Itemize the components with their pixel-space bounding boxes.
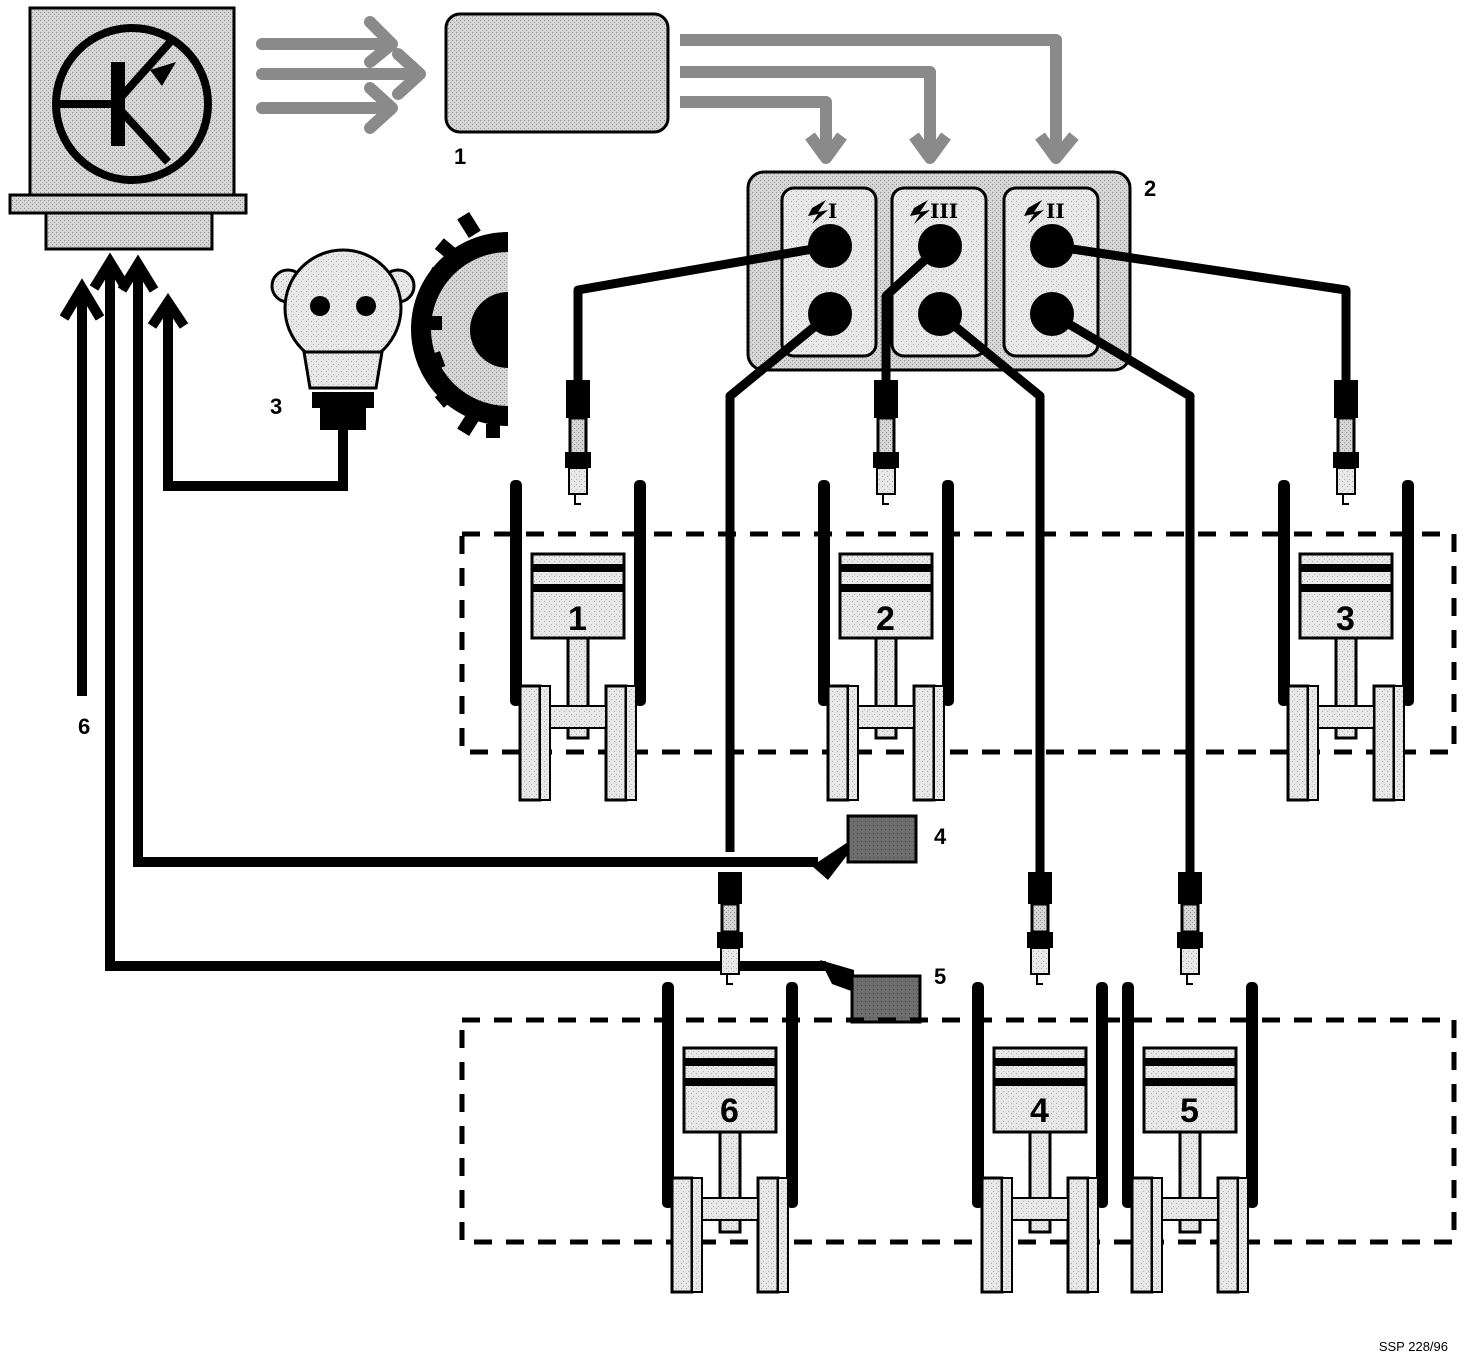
spark-plug-icon: [873, 380, 899, 505]
signal-arrows: [256, 16, 426, 134]
spark-icon: [1024, 200, 1044, 224]
control-unit: [8, 6, 248, 251]
cylinder-number: 3: [1336, 600, 1355, 638]
spark-plug-icon: [1177, 872, 1203, 985]
cylinder-number: 4: [1030, 1092, 1049, 1130]
hall-sender: [270, 248, 416, 430]
knock-sensor-2: [820, 960, 922, 1024]
cylinder-bank-1: [459, 531, 1457, 755]
cylinder-1: 1: [510, 480, 646, 802]
cylinder-4: 4: [972, 982, 1108, 1294]
cylinder-5: 5: [1122, 982, 1258, 1294]
label-knock-sensor-2: 5: [934, 964, 946, 989]
spark-icon: [910, 200, 930, 224]
spark-plugs: [565, 380, 1359, 985]
knock-sensor-2-wire: [105, 262, 826, 971]
ht-leads: [573, 241, 1351, 872]
spark-icon: [808, 200, 828, 224]
cylinder-2: 2: [818, 480, 954, 802]
hall-sender-wire: [163, 300, 348, 491]
cylinder-number: 1: [568, 600, 587, 638]
arrow-head: [89, 252, 131, 291]
cylinder-number: 2: [876, 600, 895, 638]
label-knock-sensor-1: 4: [934, 824, 947, 849]
knock-sensor-1: [812, 814, 918, 880]
trigger-wheel-icon: [411, 211, 508, 438]
coil-output-label-3: II: [1046, 199, 1065, 223]
cylinder-number: 6: [720, 1092, 739, 1130]
cylinder-3: 3: [1278, 480, 1414, 802]
cylinders: 1 2 3: [510, 480, 1414, 1294]
arrow-head: [147, 292, 189, 329]
label-engine-speed: 6: [78, 714, 90, 739]
cylinder-number: 5: [1180, 1092, 1199, 1130]
coil-output-label-2: III: [930, 199, 958, 223]
arrow-head: [59, 278, 105, 321]
cylinder-bank-2: [459, 1017, 1457, 1245]
spark-plug-icon: [1027, 872, 1053, 985]
spark-plug-icon: [565, 380, 591, 505]
label-output-stage: 1: [454, 144, 466, 169]
spark-plug-icon: [1333, 380, 1359, 505]
label-ignition-coils: 2: [1144, 176, 1156, 201]
output-stage: [444, 12, 670, 134]
knock-sensor-1-wire: [133, 264, 818, 867]
coil-output-label-1: I: [828, 199, 837, 223]
figure-reference: SSP 228/96: [1378, 1339, 1448, 1354]
label-hall-sender: 3: [270, 394, 282, 419]
coil-trigger-arrows: [680, 34, 1079, 164]
ignition-coil-block: I III II: [746, 170, 1132, 372]
cylinder-6: 6: [662, 982, 798, 1294]
spark-plug-icon: [717, 872, 743, 985]
